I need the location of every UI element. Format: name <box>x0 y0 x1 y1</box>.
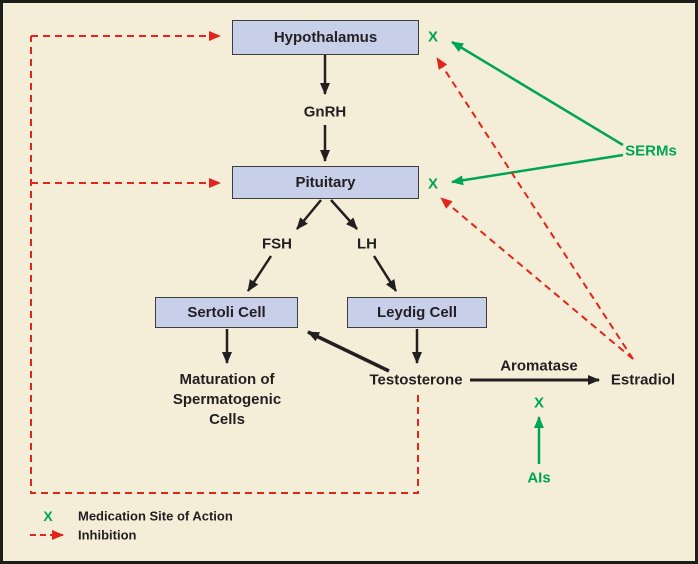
label-lh: LH <box>357 235 377 253</box>
label-maturation-line1: Maturation of <box>179 371 275 388</box>
arrow-serms-hypothalamus <box>451 40 624 147</box>
x-mark-aromatase: X <box>533 394 545 412</box>
node-leydig-cell: Leydig Cell <box>347 297 487 328</box>
arrow-fsh-sertoli <box>246 255 273 292</box>
arrow-serms-pituitary <box>451 153 624 186</box>
label-fsh: FSH <box>262 235 292 253</box>
legend-medication-label: Medication Site of Action <box>78 508 233 524</box>
label-serms: SERMs <box>625 142 677 160</box>
label-estradiol: Estradiol <box>610 371 676 389</box>
label-aromatase: Aromatase <box>500 357 578 375</box>
label-ais: AIs <box>527 469 551 487</box>
node-sertoli-cell-label: Sertoli Cell <box>187 304 266 321</box>
diagram-arrows-layer <box>30 31 634 540</box>
label-maturation-block: Maturation of Spermatogenic Cells <box>173 370 281 430</box>
arrow-pituitary-lh <box>330 199 358 230</box>
node-sertoli-cell: Sertoli Cell <box>155 297 298 328</box>
arrow-pituitary-fsh <box>296 199 322 230</box>
legend-inhibition-label: Inhibition <box>78 527 137 543</box>
node-leydig-cell-label: Leydig Cell <box>376 304 458 321</box>
arrow-testosterone-sertoli <box>307 330 390 373</box>
x-mark-pituitary: X <box>427 175 439 193</box>
label-testosterone: Testosterone <box>369 371 463 389</box>
label-gnrh: GnRH <box>303 103 347 121</box>
node-hypothalamus-label: Hypothalamus <box>273 29 378 46</box>
node-pituitary: Pituitary <box>232 166 419 199</box>
label-maturation-line2: Spermatogenic <box>172 391 282 408</box>
node-hypothalamus: Hypothalamus <box>232 20 419 55</box>
label-maturation-line3: Cells <box>209 411 245 428</box>
node-pituitary-label: Pituitary <box>295 174 356 191</box>
arrow-estradiol-inhibits-pituitary <box>440 197 634 360</box>
inhibition-feedback-loop-testosterone <box>30 36 419 494</box>
arrow-lh-leydig <box>372 255 398 292</box>
x-mark-hypothalamus: X <box>427 28 439 46</box>
legend-x-symbol: X <box>43 508 53 524</box>
